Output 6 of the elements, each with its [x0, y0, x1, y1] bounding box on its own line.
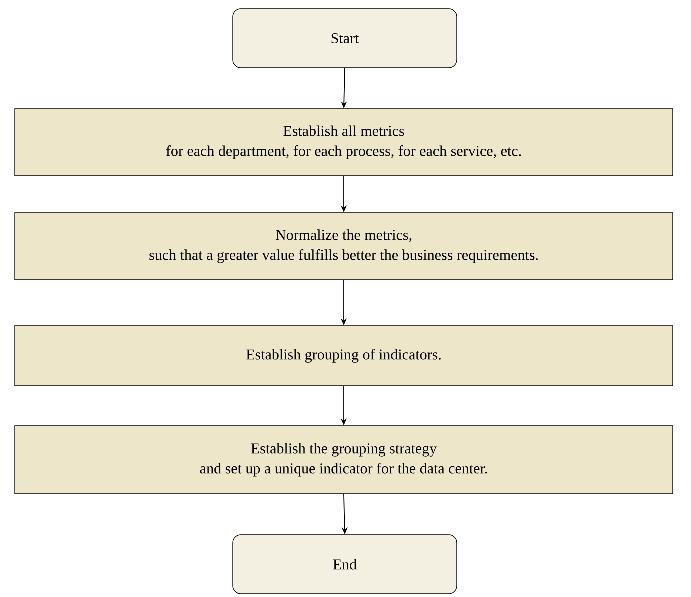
process-box: Establish all metrics for each department, for each process, for each service, etc. [14, 108, 674, 176]
process-box: Establish the grouping strategy and set up a unique indicator for the data center. [14, 426, 674, 494]
terminal-box: End [232, 534, 458, 594]
process-box: Normalize the metrics, such that a greater value fulfills better the business requirements. [14, 212, 674, 280]
process-box: Establish grouping of indicators. [14, 326, 674, 386]
terminal-box: Start [232, 8, 458, 68]
